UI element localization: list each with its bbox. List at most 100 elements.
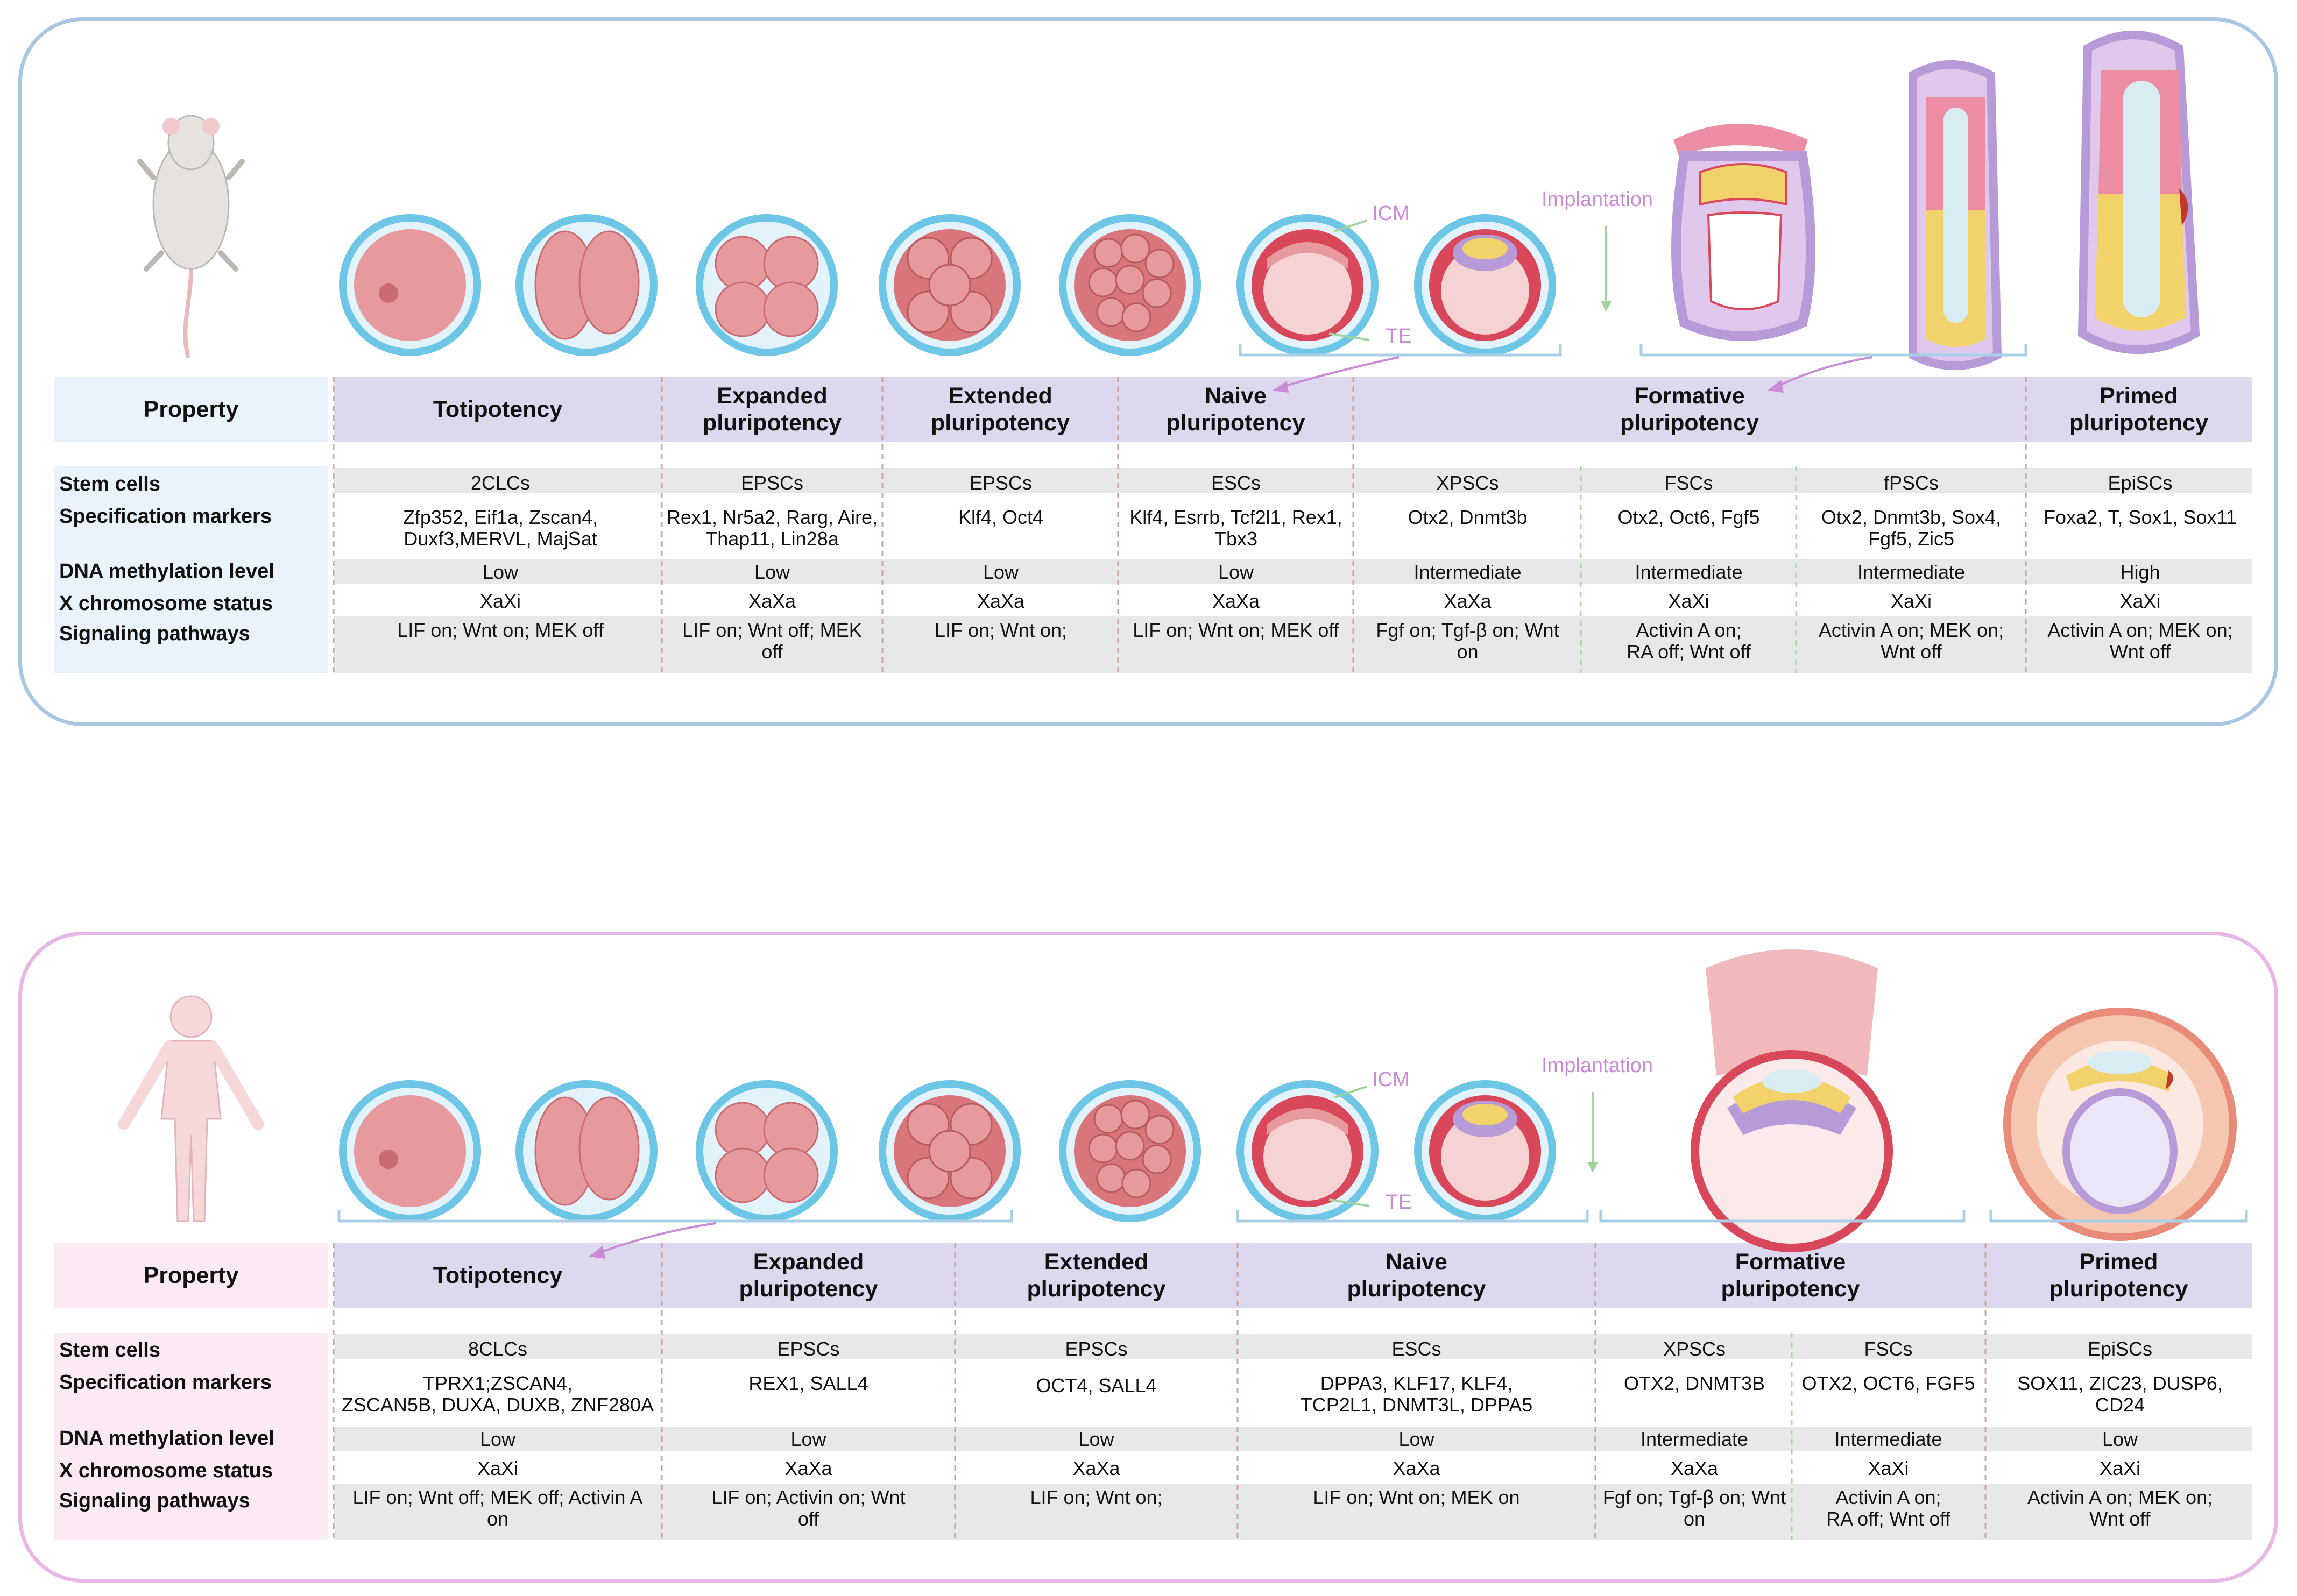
marker-cell: Klf4, Oct4 — [958, 506, 1044, 528]
te-label: TE — [1386, 325, 1412, 347]
signaling-cell: Wnt off — [2089, 1508, 2151, 1530]
signaling-cell: RA off; Wnt off — [1627, 641, 1751, 663]
x-status-cell: XaXa — [748, 590, 796, 612]
signaling-cell: Fgf on; Tgf-β on; Wnt — [1602, 1486, 1786, 1508]
property-header: Property — [143, 1262, 239, 1288]
human-panel — [18, 932, 2278, 1583]
stem-cell-cell: EPSCs — [1065, 1338, 1128, 1360]
x-status-cell: XaXi — [1868, 1457, 1909, 1479]
marker-cell: OTX2, DNMT3B — [1623, 1372, 1765, 1394]
signaling-cell: LIF on; Activin on; Wnt — [711, 1486, 906, 1508]
signaling-cell: on — [486, 1508, 509, 1530]
methylation-cell: Low — [479, 1428, 516, 1450]
header-naive: Naive pluripotency — [1347, 1249, 1486, 1302]
row-label-stem-cells: Stem cells — [59, 1339, 160, 1361]
stem-cell-cell: EPSCs — [777, 1338, 840, 1360]
row-label-signaling: Signaling pathways — [59, 1489, 250, 1512]
methylation-cell: Low — [983, 561, 1019, 583]
row-label-x-chromosome: X chromosome status — [59, 1459, 273, 1482]
header-naive: Naive pluripotency — [1166, 383, 1305, 436]
header-expanded: Expanded pluripotency — [739, 1249, 878, 1302]
header-primed: Primed pluripotency — [2069, 383, 2209, 436]
mouse-illustration — [137, 115, 245, 359]
marker-cell: SOX11, ZIC23, DUSP6, — [2017, 1372, 2223, 1394]
signaling-cell: off — [761, 641, 783, 663]
marker-cell: Rex1, Nr5a2, Rarg, Aire, — [666, 506, 878, 528]
methylation-cell: Low — [790, 1428, 826, 1450]
stem-cell-cell: EPSCs — [969, 472, 1033, 494]
row-label-signaling: Signaling pathways — [59, 622, 250, 645]
x-status-cell: XaXa — [1212, 590, 1260, 612]
marker-cell: TPRX1;ZSCAN4, — [422, 1372, 573, 1394]
row-label-markers: Specification markers — [59, 505, 272, 528]
header-extended: Extended pluripotency — [1027, 1249, 1166, 1302]
signaling-cell: Activin A on; MEK on; — [2047, 619, 2233, 641]
stem-cell-cell: fPSCs — [1883, 472, 1939, 494]
signaling-cell: LIF on; Wnt off; MEK off; Activin A — [352, 1486, 643, 1508]
signaling-cell: LIF on; Wnt on; — [934, 619, 1068, 641]
methylation-cell: Intermediate — [1857, 561, 1966, 583]
methylation-cell: High — [2120, 561, 2160, 583]
x-status-cell: XaXa — [977, 590, 1025, 612]
embryo-stage-icon — [339, 214, 1556, 356]
x-status-cell: XaXa — [1072, 1457, 1120, 1479]
stem-cell-cell: XPSCs — [1663, 1338, 1726, 1360]
mouse-artwork — [54, 31, 2252, 673]
row-label-markers: Specification markers — [59, 1371, 272, 1394]
x-status-cell: XaXi — [479, 590, 521, 612]
header-formative: Formative pluripotency — [1620, 383, 1759, 436]
marker-cell: ZSCAN5B, DUXA, DUXB, ZNF280A — [341, 1394, 654, 1416]
header-formative: Formative pluripotency — [1721, 1249, 1860, 1302]
stem-cell-cell: EpiSCs — [2087, 1338, 2153, 1360]
methylation-cell: Low — [1398, 1428, 1434, 1450]
signaling-cell: LIF on; Wnt on; MEK off — [397, 619, 604, 641]
marker-cell: Duxf3,MERVL, MajSat — [404, 528, 597, 550]
methylation-cell: Intermediate — [1640, 1428, 1749, 1450]
signaling-cell: Wnt off — [2109, 641, 2171, 663]
signaling-cell: LIF on; Wnt off; MEK — [682, 619, 862, 641]
marker-cell: Otx2, Oct6, Fgf5 — [1617, 506, 1760, 528]
stem-cell-cell: ESCs — [1391, 1338, 1441, 1360]
methylation-cell: Low — [754, 561, 790, 583]
signaling-cell: Activin A on; MEK on; — [2027, 1486, 2213, 1508]
signaling-cell: off — [797, 1508, 819, 1530]
signaling-cell: LIF on; Wnt on; MEK off — [1133, 619, 1339, 641]
marker-cell: DPPA3, KLF17, KLF4, — [1320, 1372, 1513, 1394]
marker-cell: Klf4, Esrrb, Tcf2l1, Rex1, — [1129, 506, 1342, 528]
signaling-cell: RA off; Wnt off — [1826, 1508, 1950, 1530]
x-status-cell: XaXi — [1890, 590, 1932, 612]
marker-cell: OCT4, SALL4 — [1036, 1374, 1157, 1396]
implantation-label: Implantation — [1542, 1054, 1653, 1077]
stem-cell-cell: EPSCs — [740, 472, 804, 494]
header-primed: Primed pluripotency — [2049, 1249, 2188, 1302]
x-status-cell: XaXi — [1668, 590, 1709, 612]
x-status-cell: XaXi — [2099, 1457, 2141, 1479]
methylation-cell: Intermediate — [1834, 1428, 1942, 1450]
marker-cell: Thap11, Lin28a — [705, 528, 839, 550]
signaling-cell: Activin A on; MEK on; — [1818, 619, 2004, 641]
row-label-stem-cells: Stem cells — [59, 473, 160, 495]
row-label-methylation: DNA methylation level — [59, 560, 274, 583]
mouse-panel — [18, 17, 2278, 726]
signaling-cell: Activin A on; — [1835, 1486, 1941, 1508]
marker-cell: CD24 — [2095, 1394, 2145, 1416]
icm-label: ICM — [1372, 202, 1410, 225]
marker-cell: Otx2, Dnmt3b — [1408, 506, 1528, 528]
row-label-methylation: DNA methylation level — [59, 1427, 274, 1450]
implantation-label: Implantation — [1542, 188, 1653, 211]
te-label: TE — [1386, 1191, 1412, 1214]
header-extended: Extended pluripotency — [930, 383, 1070, 436]
stem-cell-cell: XPSCs — [1436, 472, 1499, 494]
signaling-cell: on — [1457, 641, 1479, 663]
property-header: Property — [143, 396, 239, 422]
marker-cell: Otx2, Dnmt3b, Sox4, — [1821, 506, 2002, 528]
signaling-cell: LIF on; Wnt on; MEK on — [1313, 1486, 1520, 1508]
x-status-cell: XaXa — [1444, 590, 1492, 612]
stem-cell-cell: ESCs — [1211, 472, 1261, 494]
signaling-cell: Wnt off — [1881, 641, 1942, 663]
stem-cell-cell: FSCs — [1864, 1338, 1913, 1360]
egg-cylinder-icons — [1671, 31, 2200, 370]
methylation-cell: Intermediate — [1413, 561, 1522, 583]
header-expanded: Expanded pluripotency — [702, 383, 842, 436]
marker-cell: REX1, SALL4 — [748, 1372, 868, 1394]
